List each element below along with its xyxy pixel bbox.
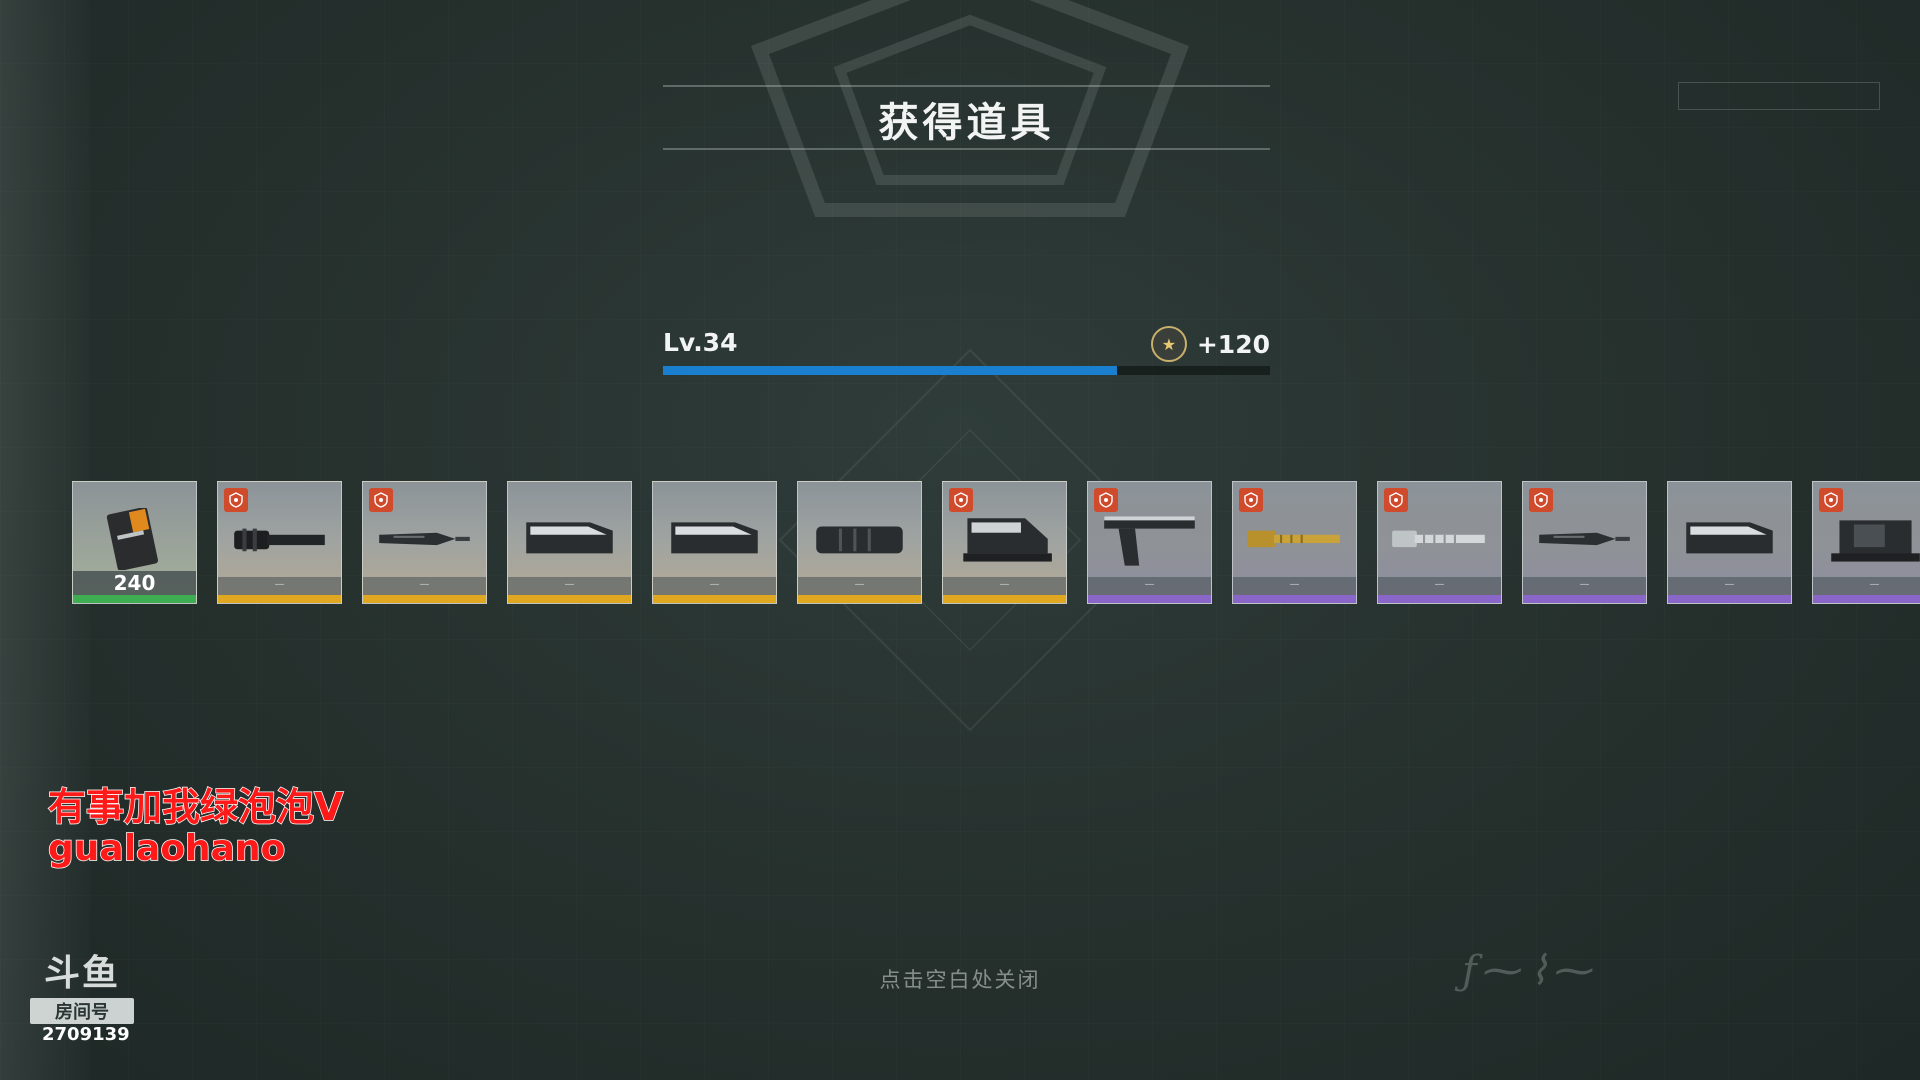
scope-mount-icon xyxy=(953,508,1056,566)
level-label: Lv.34 xyxy=(663,328,738,357)
rare-badge-icon xyxy=(1094,488,1118,512)
reward-item-card[interactable]: — xyxy=(507,481,632,604)
rarity-strip xyxy=(1668,595,1791,603)
flashlight-icon xyxy=(228,508,331,566)
rare-badge-icon xyxy=(1529,488,1553,512)
item-label: — xyxy=(508,577,631,595)
rarity-strip xyxy=(1233,595,1356,603)
reward-item-card[interactable]: — xyxy=(942,481,1067,604)
project-signature-decor: ƒ⁓⌇⁓ xyxy=(1462,948,1601,994)
reward-item-card[interactable]: — xyxy=(652,481,777,604)
item-label: — xyxy=(218,577,341,595)
reward-item-card[interactable]: — xyxy=(1232,481,1357,604)
gold-barrel-icon xyxy=(1243,508,1346,566)
rarity-strip xyxy=(363,595,486,603)
magazine-box-icon xyxy=(83,506,186,571)
rare-badge-icon xyxy=(949,488,973,512)
handguard-icon xyxy=(663,508,766,566)
stream-overlay-line2: gualaohano xyxy=(47,827,286,870)
exp-gain-group: ★ +120 xyxy=(1150,326,1270,362)
rarity-strip xyxy=(1813,595,1920,603)
corner-code-box xyxy=(1678,82,1880,110)
reward-item-card[interactable]: — xyxy=(1812,481,1920,604)
barrel-icon xyxy=(1388,508,1491,566)
reward-items-strip[interactable]: 240 — — — — — — — — — — — — xyxy=(72,481,1920,605)
reward-item-card[interactable]: 240 xyxy=(72,481,197,604)
item-label: — xyxy=(1813,577,1920,595)
rare-badge-icon xyxy=(224,488,248,512)
rare-badge-icon xyxy=(1819,488,1843,512)
item-label: — xyxy=(1088,577,1211,595)
reward-item-card[interactable]: — xyxy=(217,481,342,604)
reward-item-card[interactable]: — xyxy=(797,481,922,604)
rare-badge-icon xyxy=(1239,488,1263,512)
item-label: — xyxy=(363,577,486,595)
item-label: — xyxy=(1523,577,1646,595)
reward-item-card[interactable]: — xyxy=(1087,481,1212,604)
reward-item-card[interactable]: — xyxy=(362,481,487,604)
rare-badge-icon xyxy=(1384,488,1408,512)
rank-medal-icon: ★ xyxy=(1150,326,1187,362)
handguard-icon xyxy=(518,508,621,566)
foregrip-icon xyxy=(1098,508,1201,566)
exp-gain-value: +120 xyxy=(1196,329,1270,359)
item-label: — xyxy=(1668,577,1791,595)
rarity-strip xyxy=(218,595,341,603)
level-progress-bar xyxy=(663,366,1270,375)
rarity-strip xyxy=(1378,595,1501,603)
level-progress-fill xyxy=(663,366,1118,375)
reward-item-card[interactable]: — xyxy=(1522,481,1647,604)
rarity-strip xyxy=(1088,595,1211,603)
reward-item-card[interactable]: — xyxy=(1377,481,1502,604)
rare-badge-icon xyxy=(369,488,393,512)
item-label: — xyxy=(1233,577,1356,595)
rarity-strip xyxy=(653,595,776,603)
item-label: — xyxy=(798,577,921,595)
muzzle-brake-icon xyxy=(1533,508,1636,566)
room-number: 2709139 xyxy=(42,1024,130,1045)
room-label: 房间号 xyxy=(30,998,134,1024)
rarity-strip xyxy=(508,595,631,603)
close-hint[interactable]: 点击空白处关闭 xyxy=(879,968,1041,992)
title-top-rule xyxy=(663,85,1270,87)
suppressor-icon xyxy=(808,508,911,566)
item-quantity: 240 xyxy=(73,571,196,595)
stream-overlay-line1: 有事加我绿泡泡V xyxy=(47,784,344,830)
reward-item-card[interactable]: — xyxy=(1667,481,1792,604)
rarity-strip xyxy=(1523,595,1646,603)
item-label: — xyxy=(1378,577,1501,595)
rarity-strip xyxy=(943,595,1066,603)
rarity-strip xyxy=(73,595,196,603)
title-bottom-rule xyxy=(663,148,1270,150)
rarity-strip xyxy=(798,595,921,603)
emblem-icon xyxy=(751,0,1189,217)
douyu-logo: 斗鱼 房间号 xyxy=(30,944,134,1024)
muzzle-brake-icon xyxy=(373,508,476,566)
page-title: 获得道具 xyxy=(878,100,1055,146)
item-label: — xyxy=(943,577,1066,595)
reward-items-row: 240 — — — — — — — — — — — — xyxy=(72,481,1920,604)
red-dot-sight-icon xyxy=(1823,508,1920,566)
douyu-logo-mark: 斗鱼 xyxy=(43,953,120,994)
item-label: — xyxy=(653,577,776,595)
handguard-icon xyxy=(1678,508,1781,566)
